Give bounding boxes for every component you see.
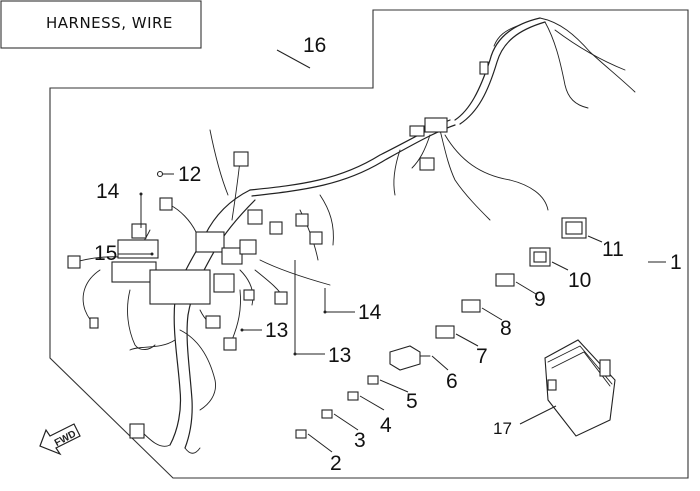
forward-arrow-icon: FWD (39, 423, 81, 456)
callout-17: 17 (493, 419, 512, 438)
item-16-mark (276, 49, 311, 69)
callout-12: 12 (178, 163, 201, 186)
callout-3: 3 (354, 429, 366, 452)
item-6-part (389, 345, 431, 371)
diagram-title: HARNESS, WIRE (46, 14, 173, 32)
callout-4: 4 (380, 414, 392, 437)
item-9-part (495, 273, 515, 287)
callout-13b: 13 (328, 344, 351, 367)
callout-6: 6 (446, 370, 458, 393)
item-5-part (367, 375, 379, 385)
callout-8: 8 (500, 317, 512, 340)
callout-14b: 14 (358, 301, 382, 324)
callout-16: 16 (303, 34, 326, 57)
item-4-part (347, 391, 359, 401)
callout-2: 2 (330, 452, 342, 475)
callout-11: 11 (602, 238, 624, 261)
forward-label: FWD (53, 429, 78, 449)
item-11-relay (561, 217, 587, 239)
item-17-fuse-box (544, 339, 616, 437)
callout-5: 5 (406, 390, 418, 413)
callout-10: 10 (568, 269, 591, 292)
item-7-part (435, 325, 455, 339)
callout-7: 7 (476, 345, 488, 368)
title-box (0, 0, 202, 49)
harness-center (67, 129, 334, 454)
item-2-part (295, 429, 307, 439)
callout-13a: 13 (265, 319, 288, 342)
callout-14a: 14 (96, 180, 120, 203)
item-8-part (461, 299, 481, 313)
main-harness (249, 17, 636, 221)
item-10-relay (529, 247, 551, 267)
callout-9: 9 (534, 288, 546, 311)
item-3-part (321, 409, 333, 419)
callout-1: 1 (670, 251, 682, 274)
assembly-outline (49, 9, 689, 479)
item-12-bolt (156, 170, 164, 178)
callout-15: 15 (94, 242, 117, 265)
